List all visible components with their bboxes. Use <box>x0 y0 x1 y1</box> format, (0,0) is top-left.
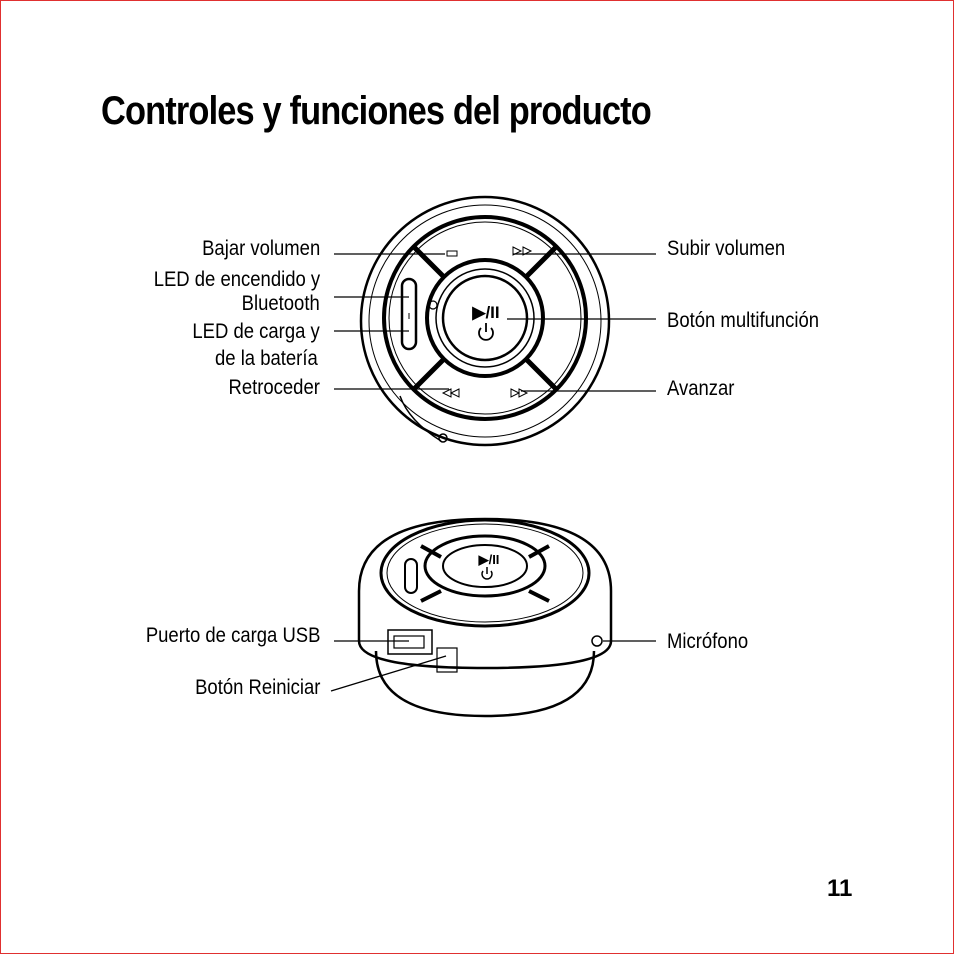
center-ring-inner <box>435 268 535 368</box>
volume-up-icon <box>512 246 533 256</box>
play-pause-glyph-side: ▶/II <box>478 552 500 567</box>
reset-button <box>436 647 458 673</box>
label-charge-led-line1: LED de carga y <box>192 320 320 343</box>
label-multifunction: Botón multifunción <box>667 309 820 332</box>
label-usb-port: Puerto de carga USB <box>145 624 320 647</box>
label-rewind: Retroceder <box>228 376 320 399</box>
label-volume-down: Bajar volumen <box>201 237 320 260</box>
speaker-inner-rim <box>368 204 602 438</box>
led-slot <box>400 277 418 351</box>
divider-bottom-left <box>412 357 446 391</box>
bluetooth-icon <box>428 300 438 310</box>
control-ring-inner <box>388 221 582 415</box>
control-ring-outer <box>382 215 588 421</box>
rewind-icon <box>441 388 460 398</box>
leader-reset <box>330 655 447 692</box>
label-reset-button: Botón Reiniciar <box>194 676 320 699</box>
multifunction-button <box>441 274 529 362</box>
microphone-hole <box>591 635 603 647</box>
usb-port <box>387 629 433 655</box>
volume-down-icon <box>446 250 458 257</box>
page-number: 11 <box>827 875 853 902</box>
control-ring-outer-side <box>379 518 591 628</box>
lanyard-hole <box>438 433 448 443</box>
label-microphone: Micrófono <box>667 630 749 653</box>
speaker-outer-rim <box>359 195 611 447</box>
label-charge-led-line2: de la batería <box>215 347 318 370</box>
page-title: Controles y funciones del producto <box>101 89 652 133</box>
multifunction-button-side <box>442 544 528 588</box>
power-icon-side <box>481 570 493 580</box>
divider-top-left <box>412 245 446 279</box>
play-pause-glyph: ▶/II <box>471 303 499 322</box>
speaker-base <box>374 650 596 718</box>
power-icon <box>478 327 494 341</box>
label-power-led-line2: Bluetooth <box>241 292 320 315</box>
label-forward: Avanzar <box>667 377 735 400</box>
center-ring-side <box>423 534 547 598</box>
divider-top-right <box>524 245 558 279</box>
center-ring-outer <box>425 258 545 378</box>
speaker-body <box>357 517 613 670</box>
divider-bottom-right <box>524 357 558 391</box>
label-volume-up: Subir volumen <box>667 237 786 260</box>
label-power-led-line1: LED de encendido y <box>153 268 320 291</box>
